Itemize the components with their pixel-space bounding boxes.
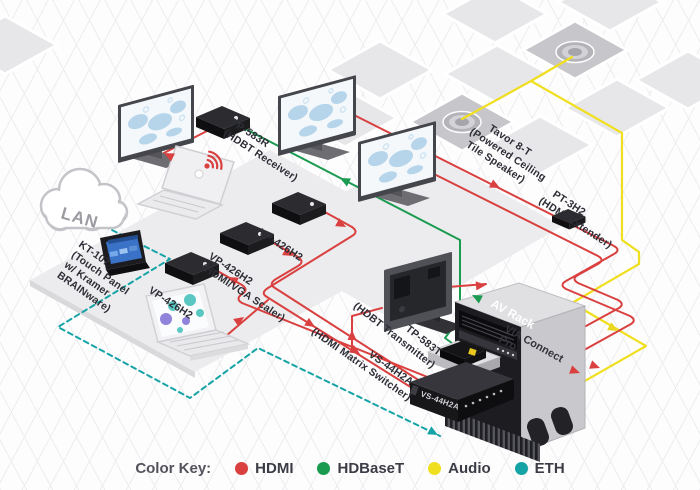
wifi-icon [204, 150, 223, 170]
legend-item-hdmi: HDMI [235, 460, 293, 477]
vs44h2a-device: VS-44H2A [409, 362, 514, 422]
pt3h2-device [552, 209, 586, 230]
audio-dot-icon [428, 461, 442, 475]
tp583t-device [426, 340, 502, 378]
eth-lines [57, 213, 441, 437]
hdbaset-dot-icon [317, 461, 331, 475]
kt107-touch-panel [100, 230, 150, 276]
hdmi-dot-icon [235, 461, 249, 475]
ceiling-speaker-1 [555, 40, 595, 64]
ceiling-speaker-2 [442, 110, 482, 134]
flow-arrows [164, 153, 618, 435]
display-rear [384, 252, 464, 334]
color-key-legend: Color Key: HDMI HDBaseT Audio ETH [0, 453, 700, 483]
legend-label-hdbaset: HDBaseT [337, 459, 405, 477]
color-key-title: Color Key: [135, 459, 212, 477]
eth-dot-icon [514, 461, 528, 475]
pt3h2-label: PT-3H2 (HDMI Extender) [537, 184, 622, 251]
tp583r-device [196, 106, 250, 139]
legend-item-audio: Audio [428, 460, 491, 477]
vp426h2-device-1 [272, 192, 326, 225]
lan-cloud: LAN [39, 167, 129, 232]
display-2 [278, 75, 356, 160]
hdmi-lines [159, 113, 635, 399]
legend-item-hdbaset: HDBaseT [317, 460, 404, 477]
legend-label-hdmi: HDMI [255, 459, 294, 477]
audio-lines [460, 55, 648, 420]
legend-label-eth: ETH [534, 459, 565, 477]
laptop-2 [145, 283, 251, 361]
display-3 [358, 121, 436, 206]
av-rack: AV Rack VIA Connect Pro [445, 282, 587, 462]
legend-item-eth: ETH [514, 459, 565, 477]
vp426h2-device-3 [165, 252, 219, 285]
laptop-1 [135, 145, 235, 220]
floor-plane [30, 148, 562, 378]
vp426h2-device-2 [220, 222, 274, 255]
legend-label-audio: Audio [448, 459, 491, 477]
